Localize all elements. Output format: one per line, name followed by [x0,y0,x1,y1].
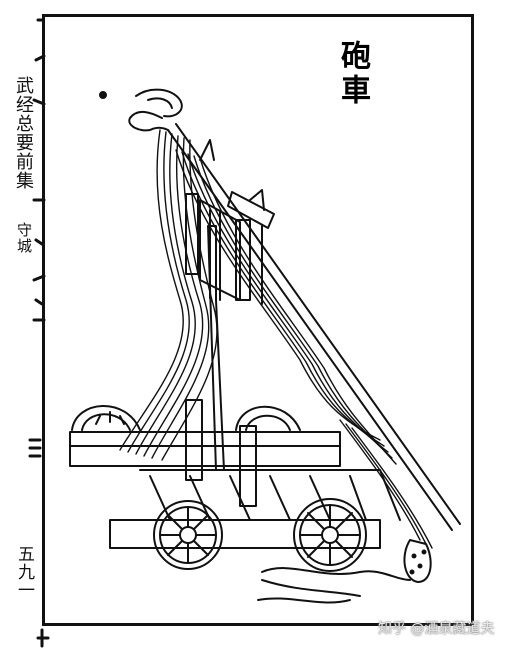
frame-posts [185,193,263,507]
watermark: 知乎 @酒泉藏道夫 [378,621,495,637]
page-number: 五九一 [14,545,34,599]
upper-wheels [71,405,301,431]
sling-pouch [257,539,432,604]
cart-base [109,469,401,549]
front-wheel-right [293,498,367,572]
margin-column: 武经总要前集 守城 五九一 [2,0,40,649]
front-wheel-left [153,500,223,570]
crossbeam [69,431,341,467]
ink-dot [99,91,107,99]
margin-marks [28,18,50,648]
section-label: 守城 [15,222,33,254]
throwing-arm [128,88,461,531]
illustration-title: 砲車 [335,40,370,108]
book-title: 武经总要前集 [13,76,34,190]
